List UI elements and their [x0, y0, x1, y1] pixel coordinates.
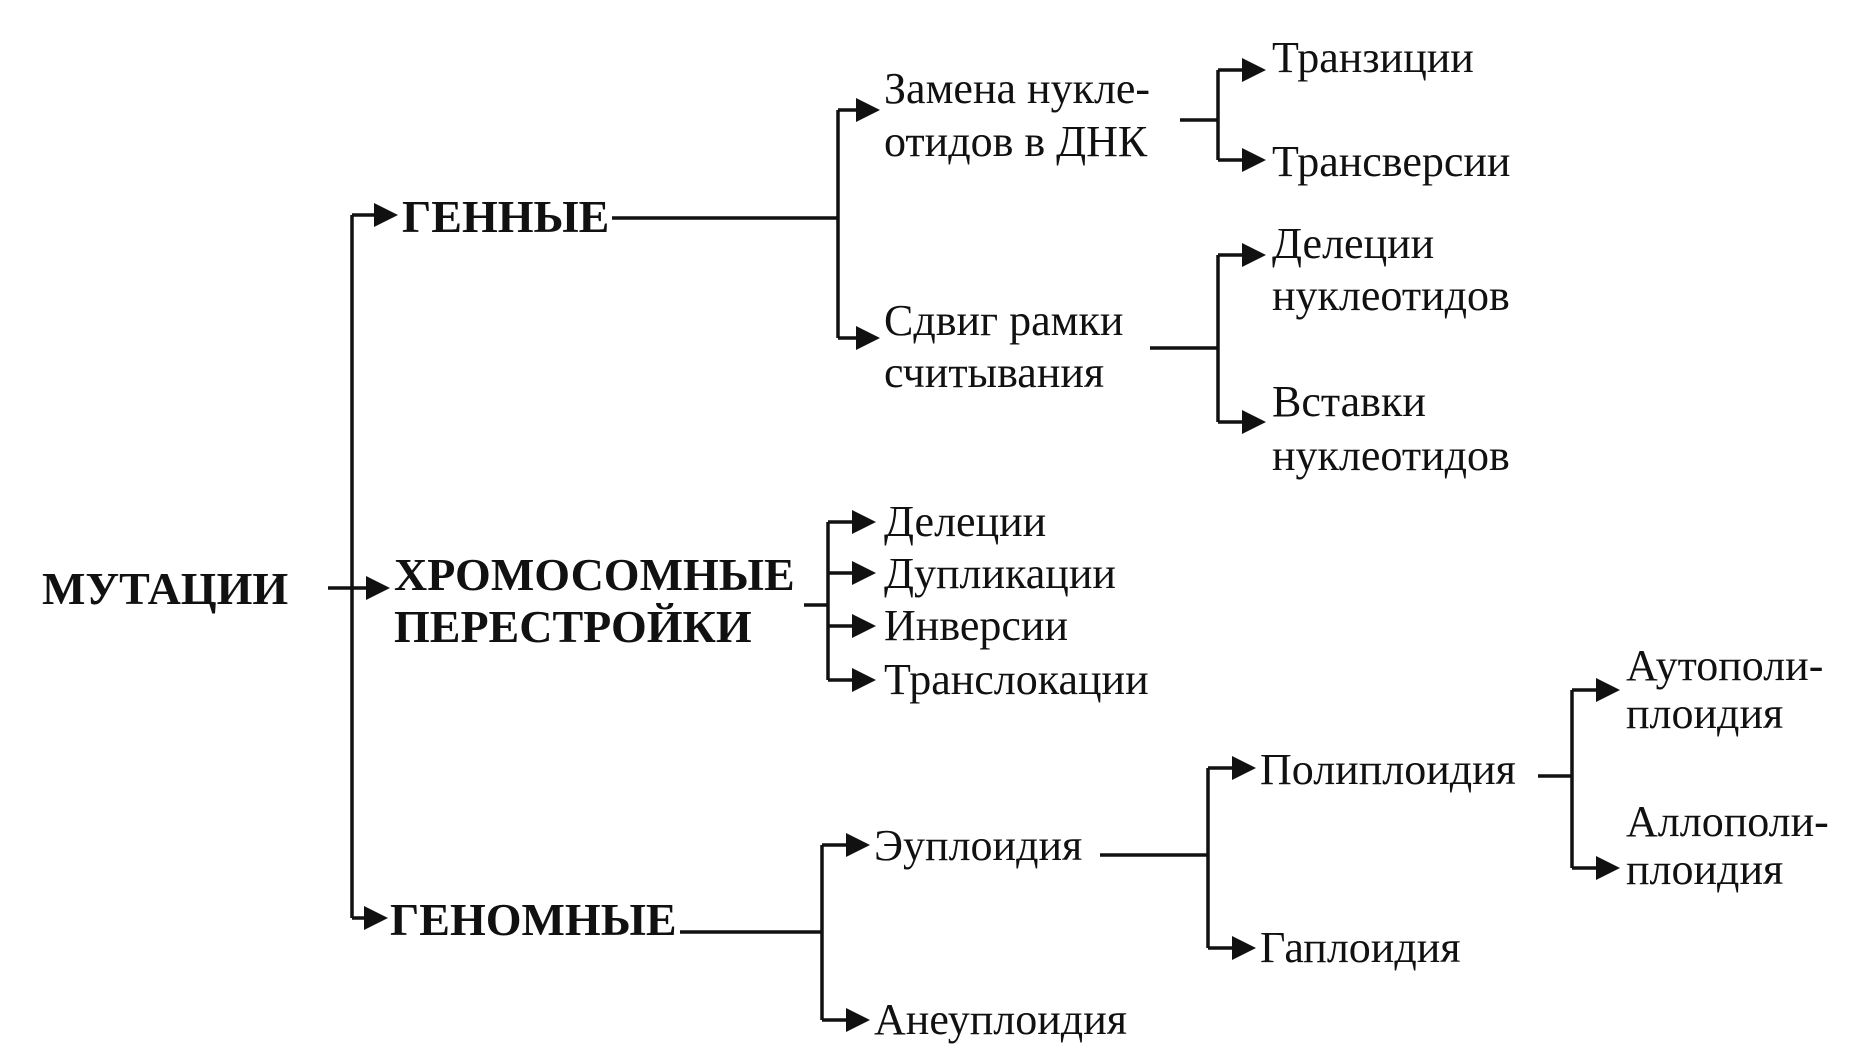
gene-deletions-line1: Делеции	[1272, 219, 1434, 268]
arrow-gene	[374, 203, 398, 227]
gene-frameshift-line2: считывания	[884, 348, 1104, 397]
arrow-chrom-deletions	[852, 510, 876, 534]
arrow-transversions	[1242, 148, 1266, 172]
genomic-euploidy-label: Эуплоидия	[874, 821, 1082, 870]
genomic-allopolyploidy-line2: плоидия	[1626, 845, 1783, 894]
gene-transitions-label: Транзиции	[1272, 33, 1474, 82]
category-gene-label: ГЕННЫЕ	[402, 191, 609, 242]
category-chromosomal-line2: ПЕРЕСТРОЙКИ	[394, 601, 752, 652]
chrom-item: Дупликации	[884, 549, 1116, 598]
arrowheads	[364, 58, 1620, 1032]
arrow-frameshift	[856, 326, 880, 350]
gene-insertions-line2: нуклеотидов	[1272, 431, 1510, 480]
chrom-item: Делеции	[884, 497, 1046, 546]
arrow-insertions-nucl	[1242, 410, 1266, 434]
arrow-genomic	[364, 906, 388, 930]
arrow-chromosomal	[366, 576, 390, 600]
arrow-aneuploidy	[846, 1008, 870, 1032]
genomic-autopolyploidy-line1: Аутополи-	[1626, 641, 1823, 690]
root-label: МУТАЦИИ	[42, 563, 288, 614]
arrow-transitions	[1242, 58, 1266, 82]
arrow-chrom-inversions	[852, 614, 876, 638]
gene-substitution-line1: Замена нукле-	[884, 64, 1150, 113]
arrow-deletions-nucl	[1242, 243, 1266, 267]
arrow-haploidy	[1232, 936, 1256, 960]
chrom-item: Инверсии	[884, 601, 1068, 650]
arrow-substitution	[856, 98, 880, 122]
gene-insertions-line1: Вставки	[1272, 377, 1426, 426]
genomic-allopolyploidy-line1: Аллополи-	[1626, 797, 1829, 846]
genomic-aneuploidy-label: Анеуплоидия	[874, 995, 1127, 1044]
genomic-polyploidy-label: Полиплоидия	[1260, 745, 1516, 794]
gene-frameshift-line1: Сдвиг рамки	[884, 296, 1123, 345]
arrow-chrom-duplications	[852, 561, 876, 585]
arrow-euploidy	[846, 833, 870, 857]
gene-substitution-line2: отидов в ДНК	[884, 117, 1148, 166]
arrow-allopolyploidy	[1596, 856, 1620, 880]
category-chromosomal-line1: ХРОМОСОМНЫЕ	[394, 549, 795, 600]
arrow-autopolyploidy	[1596, 678, 1620, 702]
genomic-autopolyploidy-line2: плоидия	[1626, 689, 1783, 738]
gene-transversions-label: Трансверсии	[1272, 137, 1510, 186]
nodes: МУТАЦИИ ГЕННЫЕ ХРОМОСОМНЫЕ ПЕРЕСТРОЙКИ Г…	[42, 33, 1829, 1044]
category-genomic-label: ГЕНОМНЫЕ	[390, 894, 677, 945]
genomic-haploidy-label: Гаплоидия	[1260, 923, 1461, 972]
gene-deletions-line2: нуклеотидов	[1272, 271, 1510, 320]
arrow-chrom-translocations	[852, 668, 876, 692]
arrow-polyploidy	[1232, 756, 1256, 780]
chrom-item: Транслокации	[884, 655, 1149, 704]
